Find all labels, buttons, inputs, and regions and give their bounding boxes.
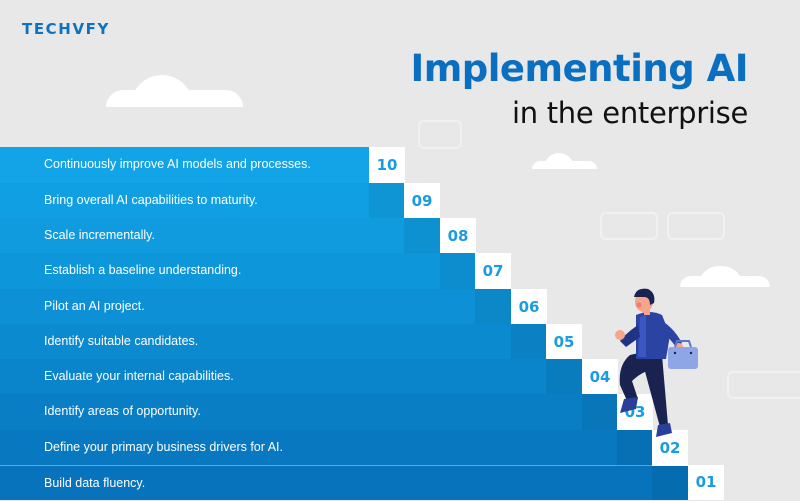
decorative-frame xyxy=(600,212,658,240)
step-08: Scale incrementally. xyxy=(0,218,440,254)
step-number-badge: 08 xyxy=(440,218,476,254)
step-number-badge: 10 xyxy=(369,147,405,183)
cloud-icon xyxy=(532,153,597,169)
step-03: Identify areas of opportunity. xyxy=(0,394,617,430)
step-bar xyxy=(0,183,404,219)
step-number-badge: 09 xyxy=(404,183,440,219)
step-02: Define your primary business drivers for… xyxy=(0,430,652,466)
cloud-icon xyxy=(106,75,243,107)
step-shadow xyxy=(440,253,475,289)
step-bar xyxy=(0,218,440,254)
page-subtitle: in the enterprise xyxy=(511,96,748,130)
step-text: Identify areas of opportunity. xyxy=(44,404,201,418)
step-bar xyxy=(0,147,369,183)
step-shadow xyxy=(652,466,688,500)
step-04: Evaluate your internal capabilities. xyxy=(0,359,582,395)
step-number-badge: 06 xyxy=(511,289,547,325)
step-text: Pilot an AI project. xyxy=(44,299,145,313)
step-bar xyxy=(0,466,688,500)
step-text: Build data fluency. xyxy=(44,476,146,490)
decorative-frame xyxy=(667,212,725,240)
step-text: Evaluate your internal capabilities. xyxy=(44,369,234,383)
step-bar xyxy=(0,430,652,466)
step-bar xyxy=(0,359,582,395)
step-text: Identify suitable candidates. xyxy=(44,334,199,348)
step-text: Scale incrementally. xyxy=(44,228,155,242)
step-bar xyxy=(0,324,546,360)
decorative-frame xyxy=(418,120,462,149)
step-number-badge: 01 xyxy=(688,465,724,500)
step-bar xyxy=(0,394,617,430)
step-text: Establish a baseline understanding. xyxy=(44,263,242,277)
step-shadow xyxy=(475,289,511,325)
businessman-climbing-illustration xyxy=(615,288,698,437)
step-shadow xyxy=(404,218,440,254)
step-number-badge: 07 xyxy=(475,253,511,289)
techvfy-logo: TECHVFY xyxy=(22,20,110,38)
step-bar xyxy=(0,253,475,289)
step-shadow xyxy=(511,324,546,360)
step-shadow xyxy=(582,394,617,430)
step-number-badge: 04 xyxy=(582,359,618,395)
step-text: Bring overall AI capabilities to maturit… xyxy=(44,193,258,207)
cloud-icon xyxy=(680,266,770,287)
step-shadow xyxy=(369,183,404,219)
page-title: Implementing AI xyxy=(410,47,748,90)
step-bar xyxy=(0,289,511,325)
step-text: Define your primary business drivers for… xyxy=(44,440,283,454)
step-05: Identify suitable candidates. xyxy=(0,324,546,360)
step-06: Pilot an AI project. xyxy=(0,289,511,325)
step-shadow xyxy=(546,359,582,395)
step-09: Bring overall AI capabilities to maturit… xyxy=(0,183,404,219)
step-07: Establish a baseline understanding. xyxy=(0,253,475,289)
step-text: Continuously improve AI models and proce… xyxy=(44,157,311,171)
step-shadow xyxy=(617,430,652,466)
step-number-badge: 05 xyxy=(546,324,582,360)
step-10: Continuously improve AI models and proce… xyxy=(0,147,369,183)
step-01: Build data fluency. xyxy=(0,465,688,500)
decorative-frame xyxy=(727,371,800,399)
